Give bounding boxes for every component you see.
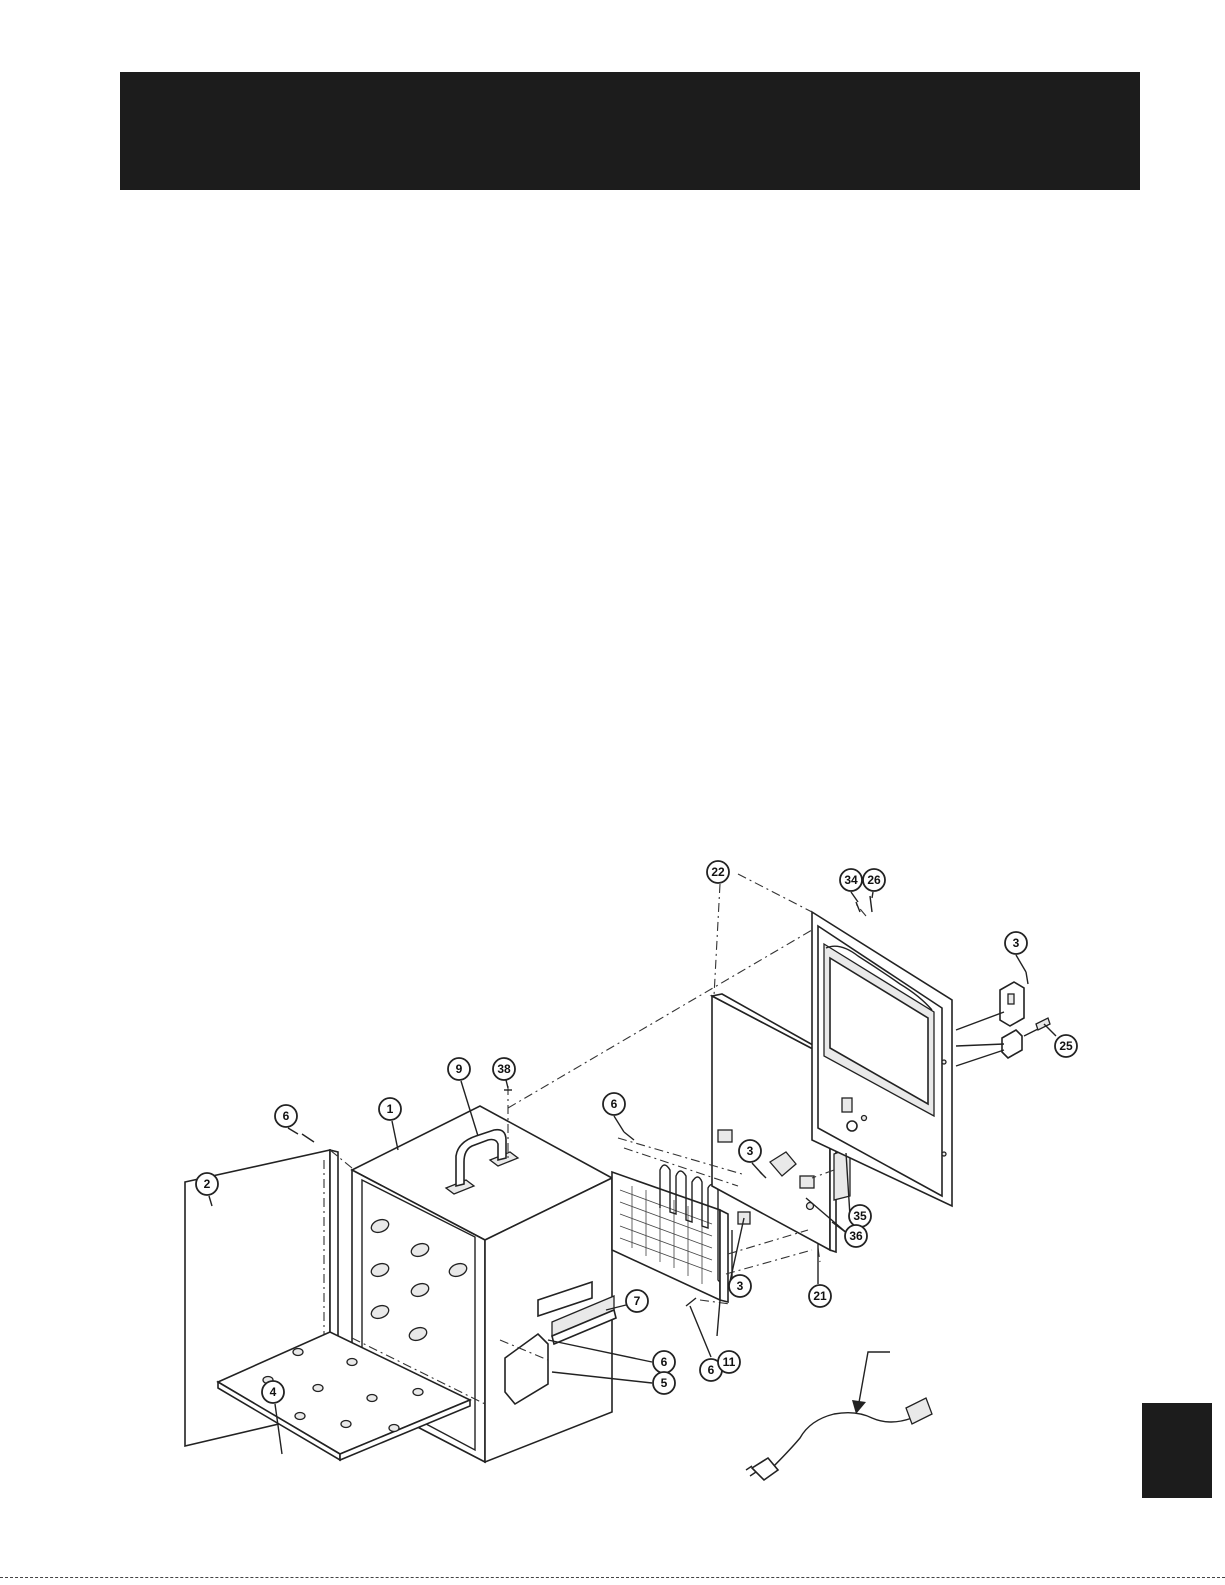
svg-text:26: 26 bbox=[867, 873, 881, 887]
callout-5: 5 bbox=[653, 1372, 675, 1394]
callout-26: 26 bbox=[863, 869, 885, 891]
svg-text:3: 3 bbox=[737, 1279, 744, 1293]
callout-4: 4 bbox=[262, 1381, 284, 1403]
callout-22: 22 bbox=[707, 861, 729, 883]
callout-21: 21 bbox=[809, 1285, 831, 1307]
svg-text:6: 6 bbox=[708, 1363, 715, 1377]
switch-assembly bbox=[1000, 982, 1050, 1058]
callout-35: 35 bbox=[849, 1205, 871, 1227]
callout-6c: 6 bbox=[653, 1351, 675, 1373]
svg-text:25: 25 bbox=[1059, 1039, 1073, 1053]
callout-6a: 6 bbox=[275, 1105, 297, 1127]
callout-11: 11 bbox=[718, 1351, 740, 1373]
callout-25: 25 bbox=[1055, 1035, 1077, 1057]
svg-text:3: 3 bbox=[1013, 936, 1020, 950]
svg-text:34: 34 bbox=[844, 873, 858, 887]
callout-3a: 3 bbox=[739, 1140, 761, 1162]
wiring-lines bbox=[956, 1012, 1004, 1066]
svg-text:2: 2 bbox=[204, 1177, 211, 1191]
callout-36: 36 bbox=[845, 1225, 867, 1247]
svg-text:21: 21 bbox=[813, 1289, 827, 1303]
svg-text:36: 36 bbox=[849, 1229, 863, 1243]
svg-text:38: 38 bbox=[497, 1062, 511, 1076]
arrow-icon bbox=[852, 1352, 890, 1414]
svg-text:3: 3 bbox=[747, 1144, 754, 1158]
callout-1: 1 bbox=[379, 1098, 401, 1120]
callout-6b: 6 bbox=[603, 1093, 625, 1115]
callout-2: 2 bbox=[196, 1173, 218, 1195]
callout-3c: 3 bbox=[1005, 932, 1027, 954]
callout-9: 9 bbox=[448, 1058, 470, 1080]
callout-38: 38 bbox=[493, 1058, 515, 1080]
svg-text:9: 9 bbox=[456, 1062, 463, 1076]
svg-text:7: 7 bbox=[634, 1294, 641, 1308]
callout-3b: 3 bbox=[729, 1275, 751, 1297]
callout-34: 34 bbox=[840, 869, 862, 891]
svg-text:4: 4 bbox=[270, 1385, 277, 1399]
svg-text:1: 1 bbox=[387, 1102, 394, 1116]
svg-text:11: 11 bbox=[723, 1355, 736, 1369]
callout-7: 7 bbox=[626, 1290, 648, 1312]
svg-text:35: 35 bbox=[853, 1209, 867, 1223]
svg-text:22: 22 bbox=[711, 865, 725, 879]
svg-text:6: 6 bbox=[661, 1355, 668, 1369]
power-cord-icon bbox=[746, 1398, 932, 1480]
svg-text:6: 6 bbox=[283, 1109, 290, 1123]
svg-text:6: 6 bbox=[611, 1097, 618, 1111]
svg-text:5: 5 bbox=[661, 1376, 668, 1390]
